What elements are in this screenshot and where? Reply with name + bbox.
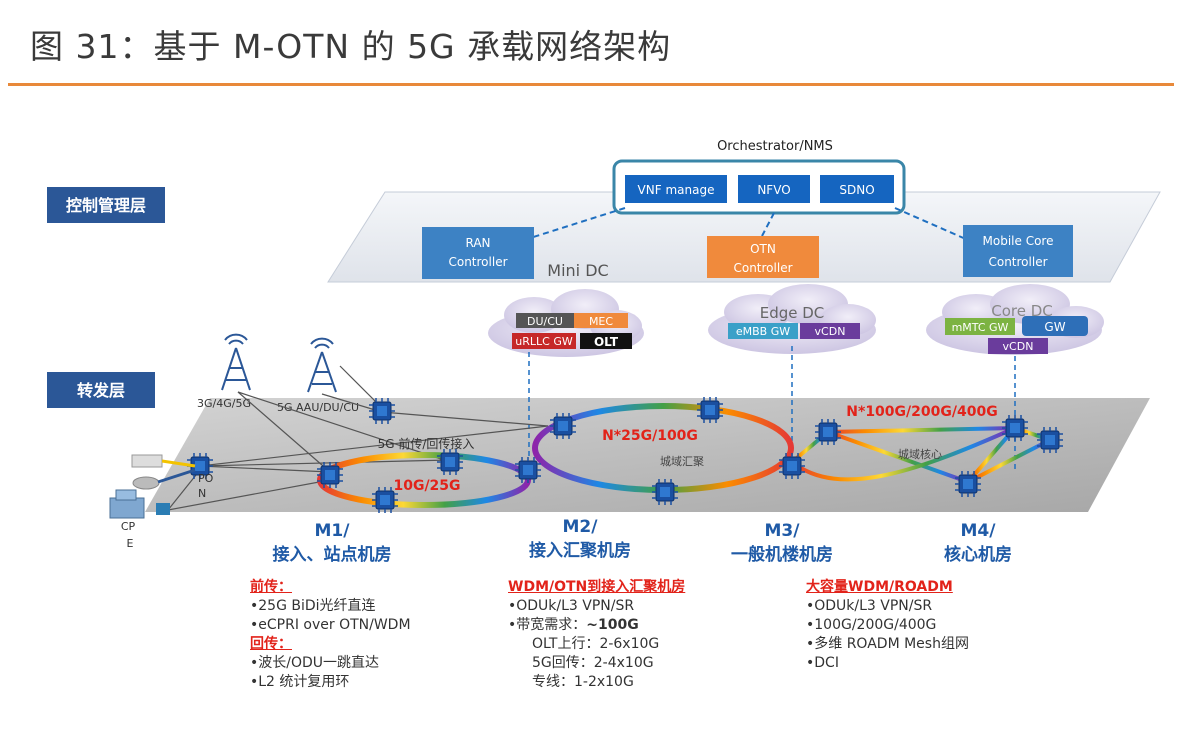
core-controller-box <box>963 225 1073 277</box>
vnf-manage-label: VNF manage <box>638 183 715 197</box>
control-layer-box <box>47 187 165 223</box>
forward-layer-label: 转发层 <box>77 381 125 400</box>
ran-controller-label-2: Controller <box>448 255 507 269</box>
note-line: •eCPRI over OTN/WDM <box>250 617 411 633</box>
forward-layer-box <box>47 372 155 408</box>
note-line: •ODUk/L3 VPN/SR <box>806 598 933 614</box>
core-vcdn-label: vCDN <box>1003 340 1034 353</box>
ring2-caption: 城域汇聚 <box>660 455 704 468</box>
note-line: •波长/ODU一跳直达 <box>250 655 380 671</box>
site-m1-name: 接入、站点机房 <box>273 544 392 565</box>
olt-box <box>580 333 632 349</box>
core-controller-label-2: Controller <box>988 255 1047 269</box>
cpe-building-icon <box>109 489 170 519</box>
ring2-label: N*25G/100G <box>602 428 698 444</box>
note-line: •25G BiDi光纤直连 <box>250 598 376 614</box>
mmtc-box <box>945 318 1015 335</box>
roadm-heading: 大容量WDM/ROADM <box>806 579 953 595</box>
forwarding-plane <box>145 398 1150 512</box>
sdno-box <box>820 175 894 203</box>
tower2-label: 5G AAU/DU/CU <box>277 401 359 414</box>
notes-m3: 大容量WDM/ROADM •ODUk/L3 VPN/SR •100G/200G/… <box>806 578 969 673</box>
note-line: •多维 ROADM Mesh组网 <box>806 636 969 652</box>
olt-label: OLT <box>594 335 619 349</box>
figure-title: 图 31：基于 M-OTN 的 5G 承载网络架构 <box>30 27 672 66</box>
sdno-label: SDNO <box>839 183 874 197</box>
nfvo-label: NFVO <box>757 183 790 197</box>
fronthaul-label: 5G 前传/回传接入 <box>378 436 475 451</box>
notes-m1: 前传： •25G BiDi光纤直连 •eCPRI over OTN/WDM 回传… <box>250 578 411 692</box>
edge-vcdn-label: vCDN <box>815 325 846 338</box>
note-line: 5G回传：2-4x10G <box>532 655 654 671</box>
site-m4-code: M4/ <box>961 521 997 541</box>
mmtc-label: mMTC GW <box>952 321 1009 334</box>
site-m2-name: 接入汇聚机房 <box>529 540 631 561</box>
core-controller-label-1: Mobile Core <box>983 234 1054 248</box>
site-m3-code: M3/ <box>765 521 801 541</box>
note-line: •DCI <box>806 655 839 671</box>
mini-dc-label: Mini DC <box>547 261 608 280</box>
core-vcdn-box <box>988 338 1048 354</box>
mesh-caption: 城域核心 <box>898 447 942 461</box>
vnf-manage-box <box>625 175 727 203</box>
orchestrator-title: Orchestrator/NMS <box>717 139 833 154</box>
backhaul-heading: 回传： <box>250 636 292 652</box>
title-divider <box>8 83 1174 86</box>
wdm-otn-heading: WDM/OTN到接入汇聚机房 <box>508 579 686 595</box>
fronthaul-heading: 前传： <box>250 579 292 595</box>
site-m4-name: 核心机房 <box>944 544 1012 565</box>
site-m2-code: M2/ <box>563 517 599 537</box>
urllc-label: uRLLC GW <box>515 335 573 348</box>
urllc-box <box>512 333 576 349</box>
edge-dc-title: Edge DC <box>760 304 825 322</box>
note-line: •L2 统计复用环 <box>250 674 350 690</box>
note-line: 专线：1-2x10G <box>532 674 634 690</box>
note-line: •100G/200G/400G <box>806 617 937 633</box>
site-m1-code: M1/ <box>315 521 351 541</box>
otn-controller-label-1: OTN <box>750 242 776 256</box>
tower1-label: 3G/4G/5G <box>197 397 251 410</box>
pon-devices-icon <box>131 454 196 490</box>
core-dc-title: Core DC <box>991 302 1053 320</box>
pon-label-2: N <box>198 487 206 500</box>
ran-controller-label-1: RAN <box>465 236 490 250</box>
bandwidth-label: •带宽需求： <box>508 617 587 633</box>
core-gw-label: GW <box>1044 320 1065 334</box>
otn-controller-label-2: Controller <box>733 261 792 275</box>
tower-5g-icon <box>307 337 337 393</box>
cpe-label-1: CP <box>121 520 136 533</box>
site-m3-name: 一般机楼机房 <box>731 544 833 565</box>
mec-label: MEC <box>589 315 613 328</box>
mec-box <box>574 313 628 328</box>
otn-controller-box <box>707 236 819 278</box>
note-line: •ODUk/L3 VPN/SR <box>508 598 635 614</box>
tower-3g4g5g-icon <box>221 333 251 391</box>
pon-label-1: PO <box>198 472 214 485</box>
nfvo-box <box>738 175 810 203</box>
ring1-label: 10G/25G <box>393 478 460 494</box>
mesh-capacity-label: N*100G/200G/400G <box>846 404 997 420</box>
note-line: OLT上行：2-6x10G <box>532 636 660 652</box>
core-gw-box <box>1022 316 1088 336</box>
bandwidth-value: ~100G <box>586 617 639 633</box>
du-cu-box <box>516 313 574 328</box>
bandwidth-line: •带宽需求：~100G <box>508 616 685 635</box>
cpe-label-2: E <box>127 537 134 550</box>
notes-m2: WDM/OTN到接入汇聚机房 •ODUk/L3 VPN/SR •带宽需求：~10… <box>508 578 685 692</box>
du-cu-label: DU/CU <box>527 315 563 328</box>
embb-box <box>728 323 798 339</box>
edge-vcdn-box <box>800 323 860 339</box>
ran-controller-box <box>422 227 534 279</box>
control-layer-label: 控制管理层 <box>66 196 146 215</box>
embb-label: eMBB GW <box>736 325 790 338</box>
